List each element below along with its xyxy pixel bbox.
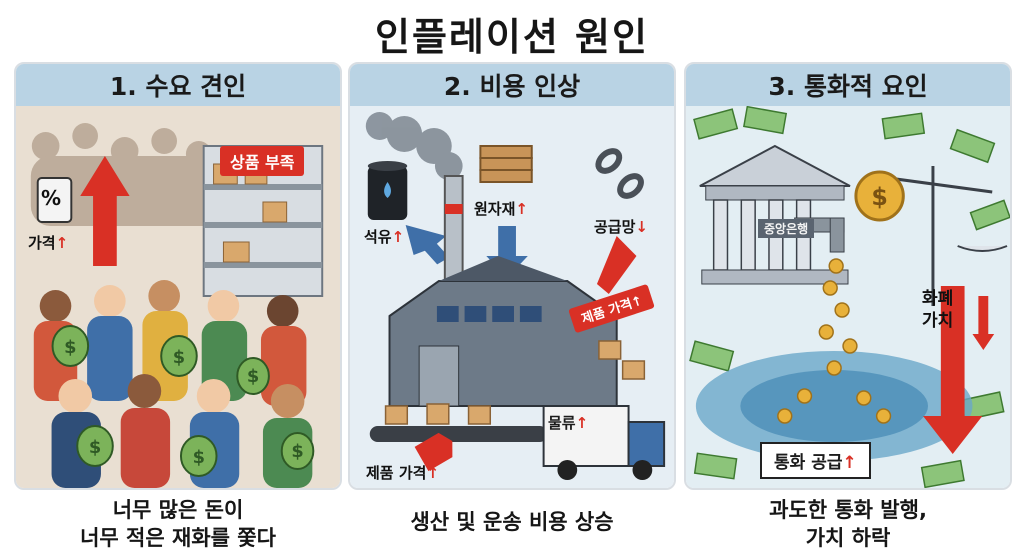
logistics-label: 물류↑ (548, 414, 589, 432)
caption-cost-push: 생산 및 운송 비용 상승 (410, 510, 614, 534)
panel-header: 1. 수요 견인 (16, 64, 340, 106)
product-price-label: 제품 가격↑ (366, 464, 440, 482)
panel-monetary: 3. 통화적 요인 (684, 62, 1012, 490)
central-bank-sign: 중앙은행 (758, 219, 815, 238)
caption-demand-pull: 너무 많은 돈이 너무 적은 재화를 쫓다 (80, 498, 276, 550)
svg-text:$: $ (291, 441, 303, 462)
currency-value-label: 화폐 가치 (922, 289, 954, 331)
percent-tag-label: % (41, 186, 62, 210)
svg-text:$: $ (64, 337, 76, 358)
panel-header: 2. 비용 인상 (350, 64, 674, 106)
raw-materials-label: 원자재↑ (474, 200, 528, 218)
price-label: 가격↑ (28, 234, 69, 252)
money-supply-box: 통화 공급↑ (760, 442, 871, 479)
panel-cost-push: 2. 비용 인상 (348, 62, 676, 490)
supply-chain-label: 공급망↓ (594, 218, 648, 236)
caption-monetary: 과도한 통화 발행, 가치 하락 (769, 498, 927, 550)
svg-text:$: $ (871, 183, 887, 211)
svg-text:$: $ (193, 447, 205, 468)
shortage-sign: 상품 부족 (220, 146, 305, 176)
page-title: 인플레이션 원인 (375, 15, 649, 59)
panel-demand-pull: 1. 수요 견인 (14, 62, 342, 490)
svg-text:$: $ (89, 437, 101, 458)
oil-label: 석유↑ (364, 228, 405, 246)
svg-text:$: $ (247, 366, 259, 387)
panel-header: 3. 통화적 요인 (686, 64, 1010, 106)
central-bank-illustration: $ (686, 106, 1010, 488)
svg-text:$: $ (173, 347, 185, 368)
